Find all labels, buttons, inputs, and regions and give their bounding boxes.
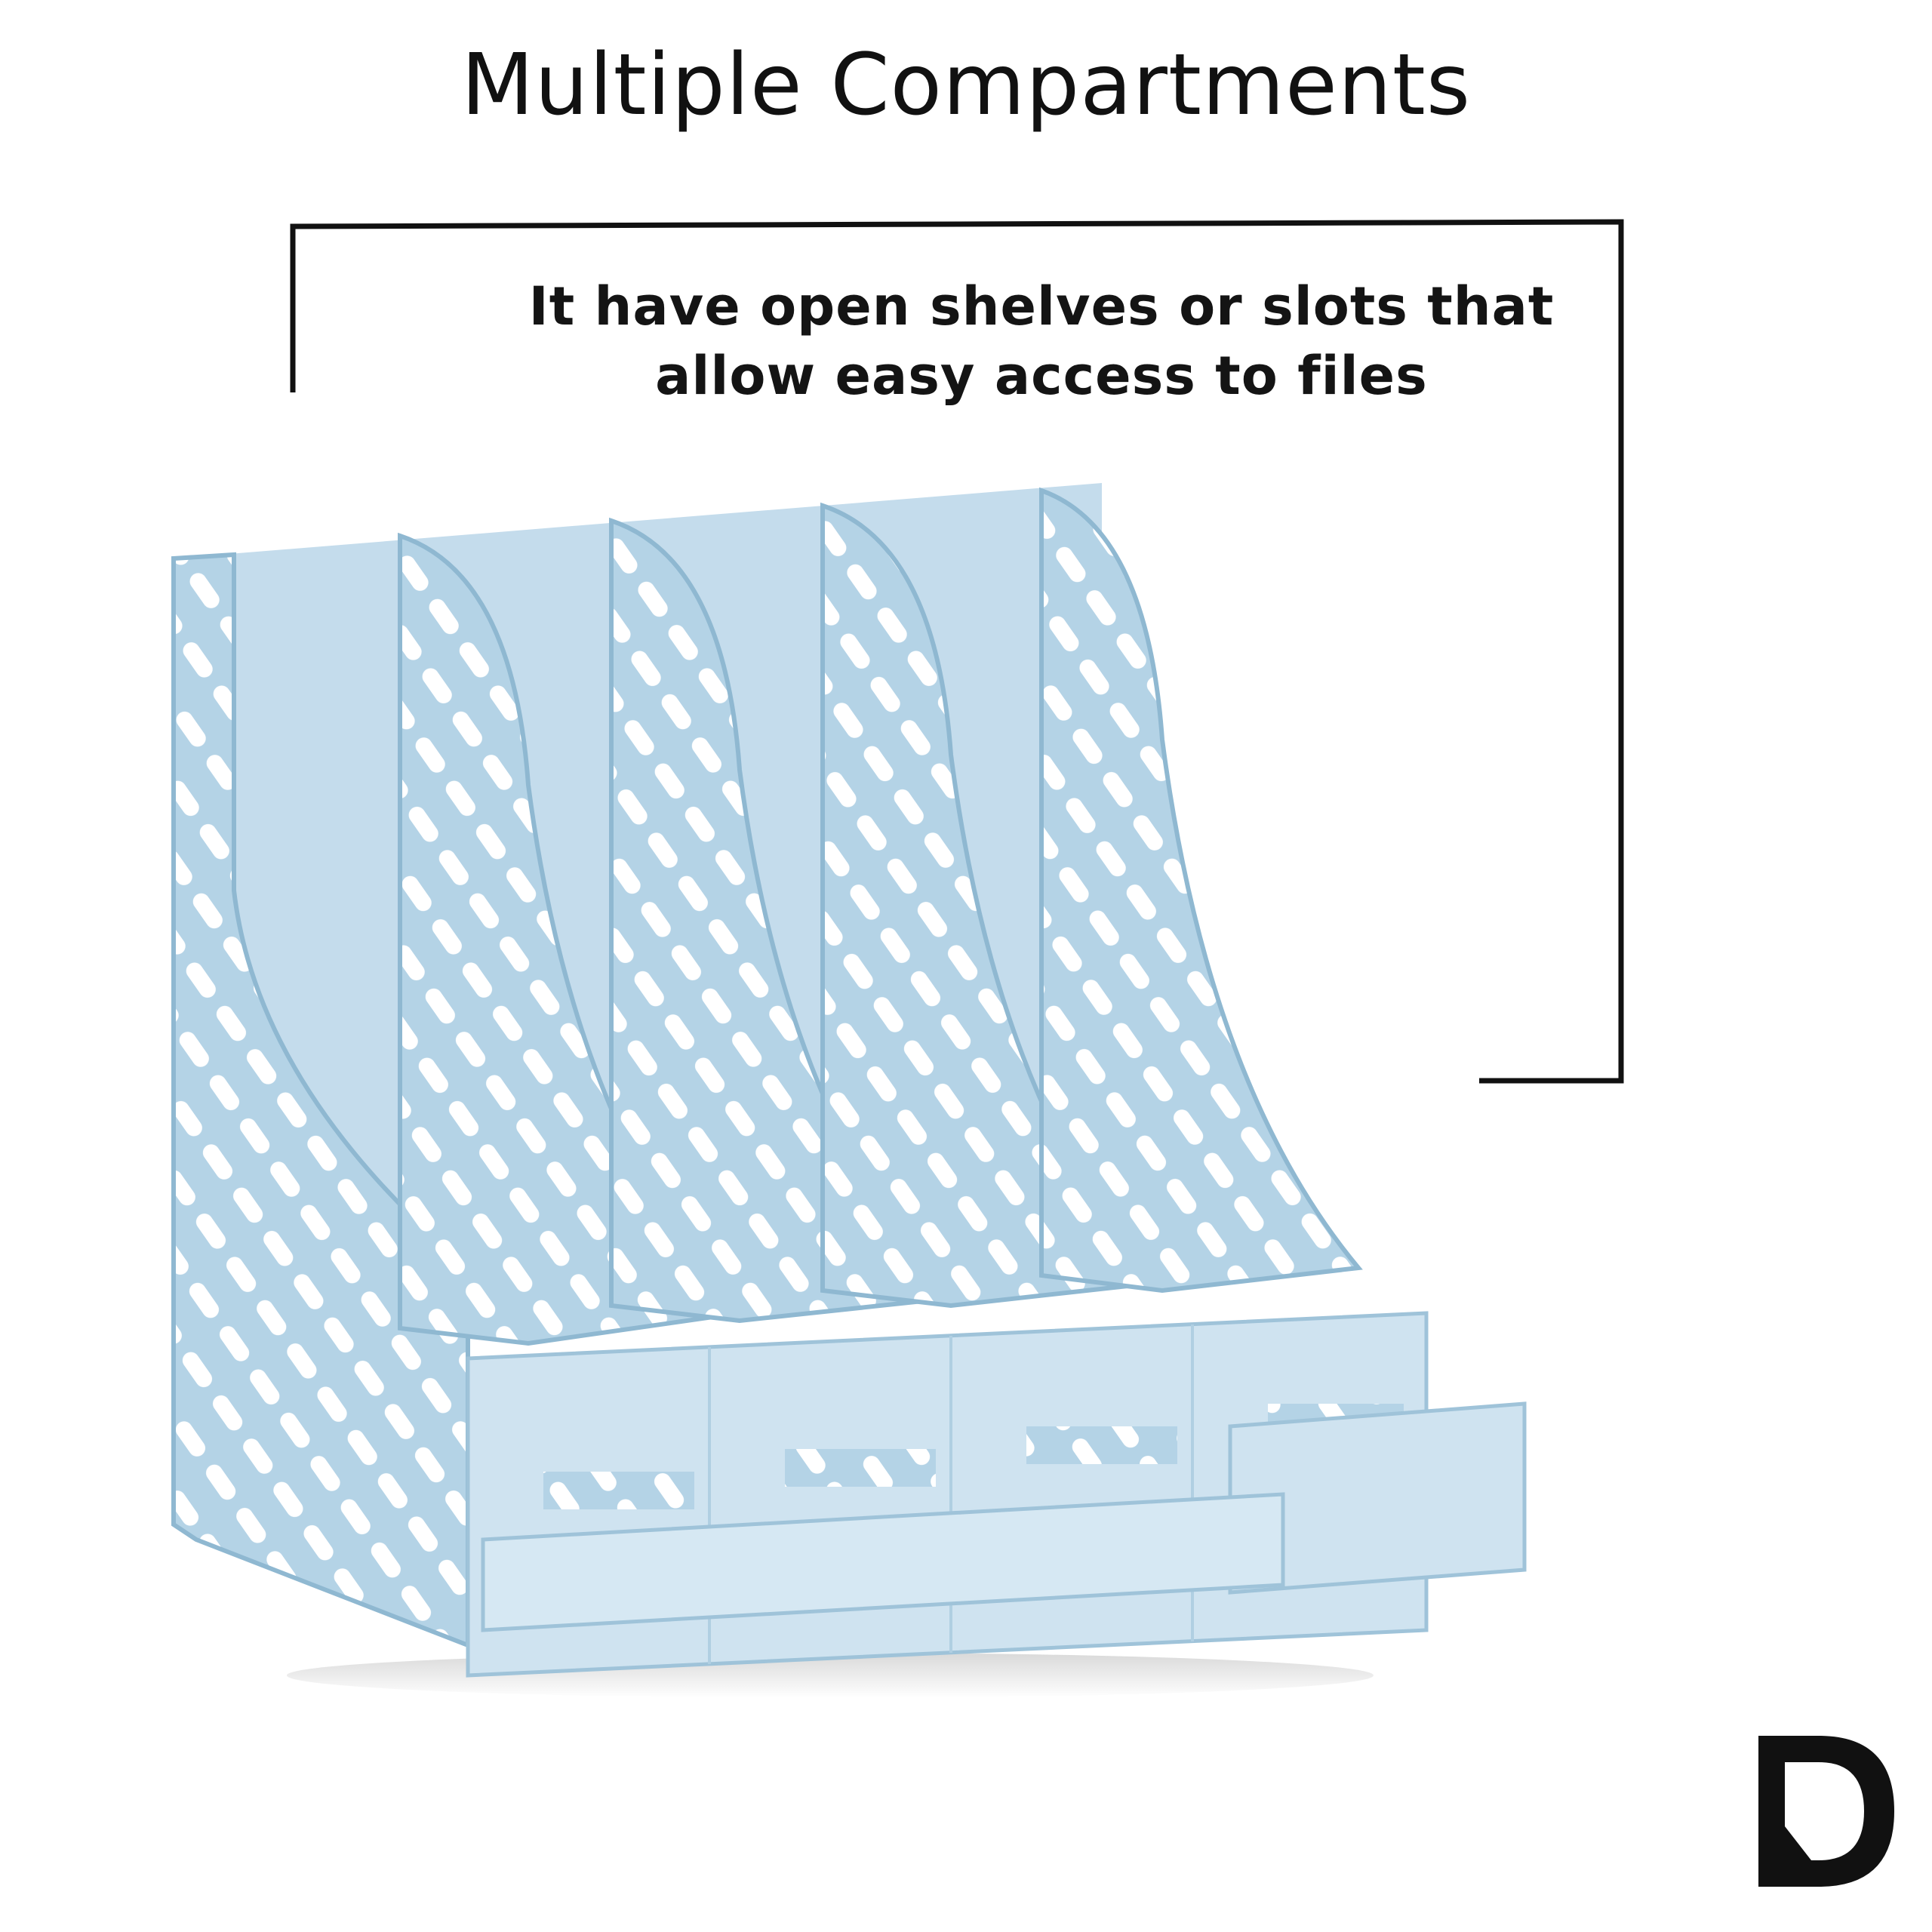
feature-description: It have open shelves or slots that allow… — [483, 272, 1600, 411]
brand-d-logo-icon — [1758, 1736, 1894, 1887]
callout-bracket — [290, 219, 1624, 1084]
page-title: Multiple Compartments — [460, 36, 1472, 134]
front-tray — [481, 1492, 1285, 1632]
feature-description-line-1: It have open shelves or slots that — [528, 275, 1555, 337]
compartment-divider-4 — [1039, 487, 1363, 1294]
file-organizer-image — [171, 483, 1527, 1698]
feature-description-line-2: allow easy access to files — [655, 345, 1428, 407]
